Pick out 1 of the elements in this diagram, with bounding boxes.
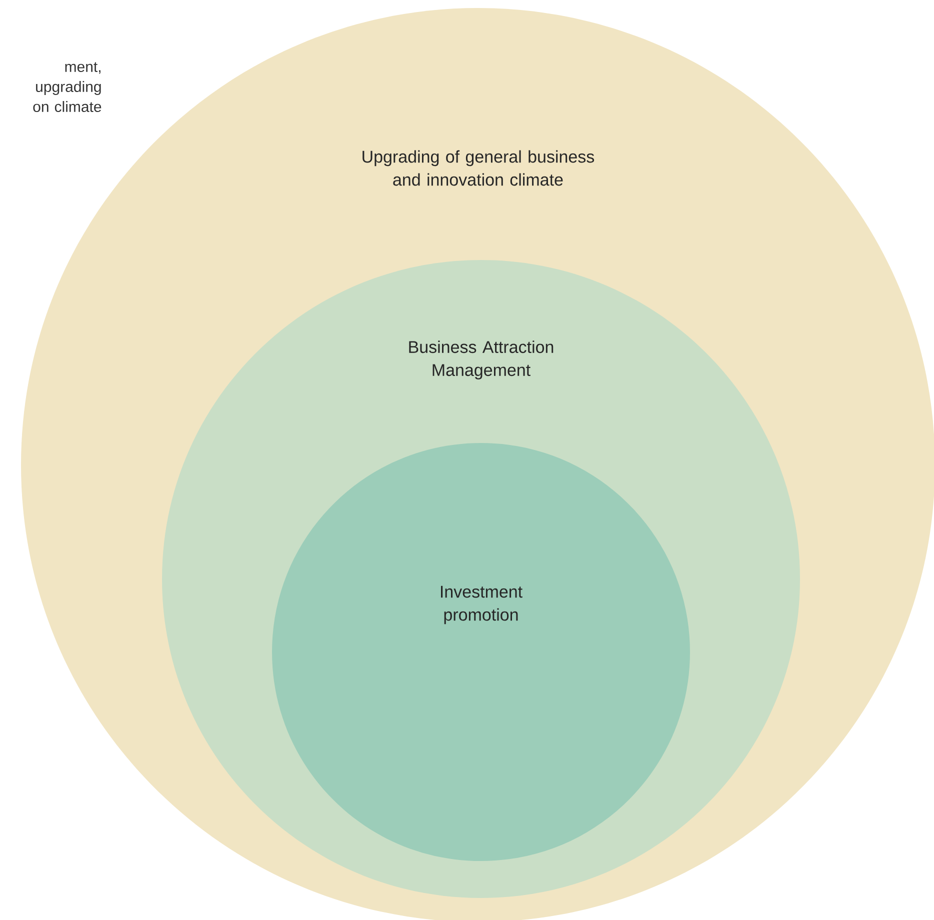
note-text: ment, upgrading on climate	[33, 62, 102, 112]
